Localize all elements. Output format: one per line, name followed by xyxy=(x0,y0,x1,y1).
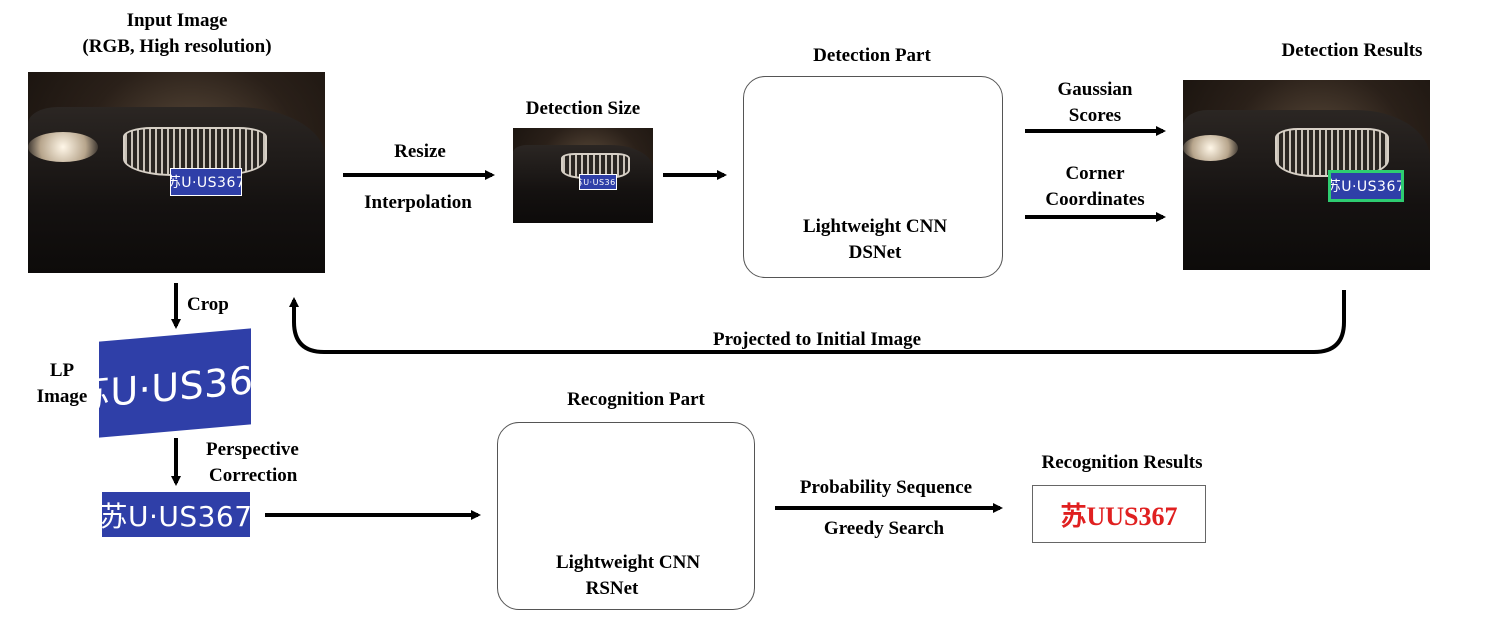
greedy-search-label: Greedy Search xyxy=(823,518,945,539)
corrected-plate: 苏U·US367 xyxy=(102,492,250,537)
dsnet-label-line2: DSNet xyxy=(848,242,902,263)
input-car-image: 苏U·US367 xyxy=(28,72,325,273)
corner-label-line1: Corner xyxy=(1065,163,1125,184)
detection-size-image: 苏U·US367 xyxy=(513,128,653,223)
detection-results-image: 苏U·US367 xyxy=(1183,80,1430,270)
dsnet-label-line1: Lightweight CNN xyxy=(802,216,948,237)
crop-label: Crop xyxy=(187,294,229,315)
detection-part-title: Detection Part xyxy=(813,45,931,66)
gaussian-label-line2: Scores xyxy=(1068,105,1122,126)
recognition-result-value: 苏UUS367 xyxy=(1032,485,1206,543)
detection-size-plate: 苏U·US367 xyxy=(579,174,617,190)
rsnet-label-line1: Lightweight CNN xyxy=(555,552,701,573)
detection-size-title: Detection Size xyxy=(525,98,641,119)
perspective-label-line2: Correction xyxy=(209,465,298,486)
projection-label: Projected to Initial Image xyxy=(712,329,922,350)
lp-label-line1: LP xyxy=(49,360,75,381)
recognition-part-box xyxy=(497,422,755,610)
resize-label: Resize xyxy=(394,141,446,162)
input-title-line1: Input Image xyxy=(126,10,228,31)
interpolation-label: Interpolation xyxy=(364,192,472,213)
lp-label-line2: Image xyxy=(36,386,88,407)
probability-sequence-label: Probability Sequence xyxy=(799,477,973,498)
perspective-label-line1: Perspective xyxy=(206,439,299,460)
recognition-results-title: Recognition Results xyxy=(1041,452,1203,473)
recognition-part-title: Recognition Part xyxy=(567,389,705,410)
lp-image: 苏U·US367 xyxy=(99,328,251,438)
detected-plate: 苏U·US367 xyxy=(1328,170,1404,202)
input-title-line2: (RGB, High resolution) xyxy=(82,36,272,57)
corner-label-line2: Coordinates xyxy=(1045,189,1145,210)
projection-arrow xyxy=(289,290,1346,354)
input-plate: 苏U·US367 xyxy=(170,168,242,196)
gaussian-label-line1: Gaussian xyxy=(1057,79,1133,100)
detection-part-box xyxy=(743,76,1003,278)
rsnet-label-line2: RSNet xyxy=(585,578,639,599)
detection-results-title: Detection Results xyxy=(1281,40,1423,61)
